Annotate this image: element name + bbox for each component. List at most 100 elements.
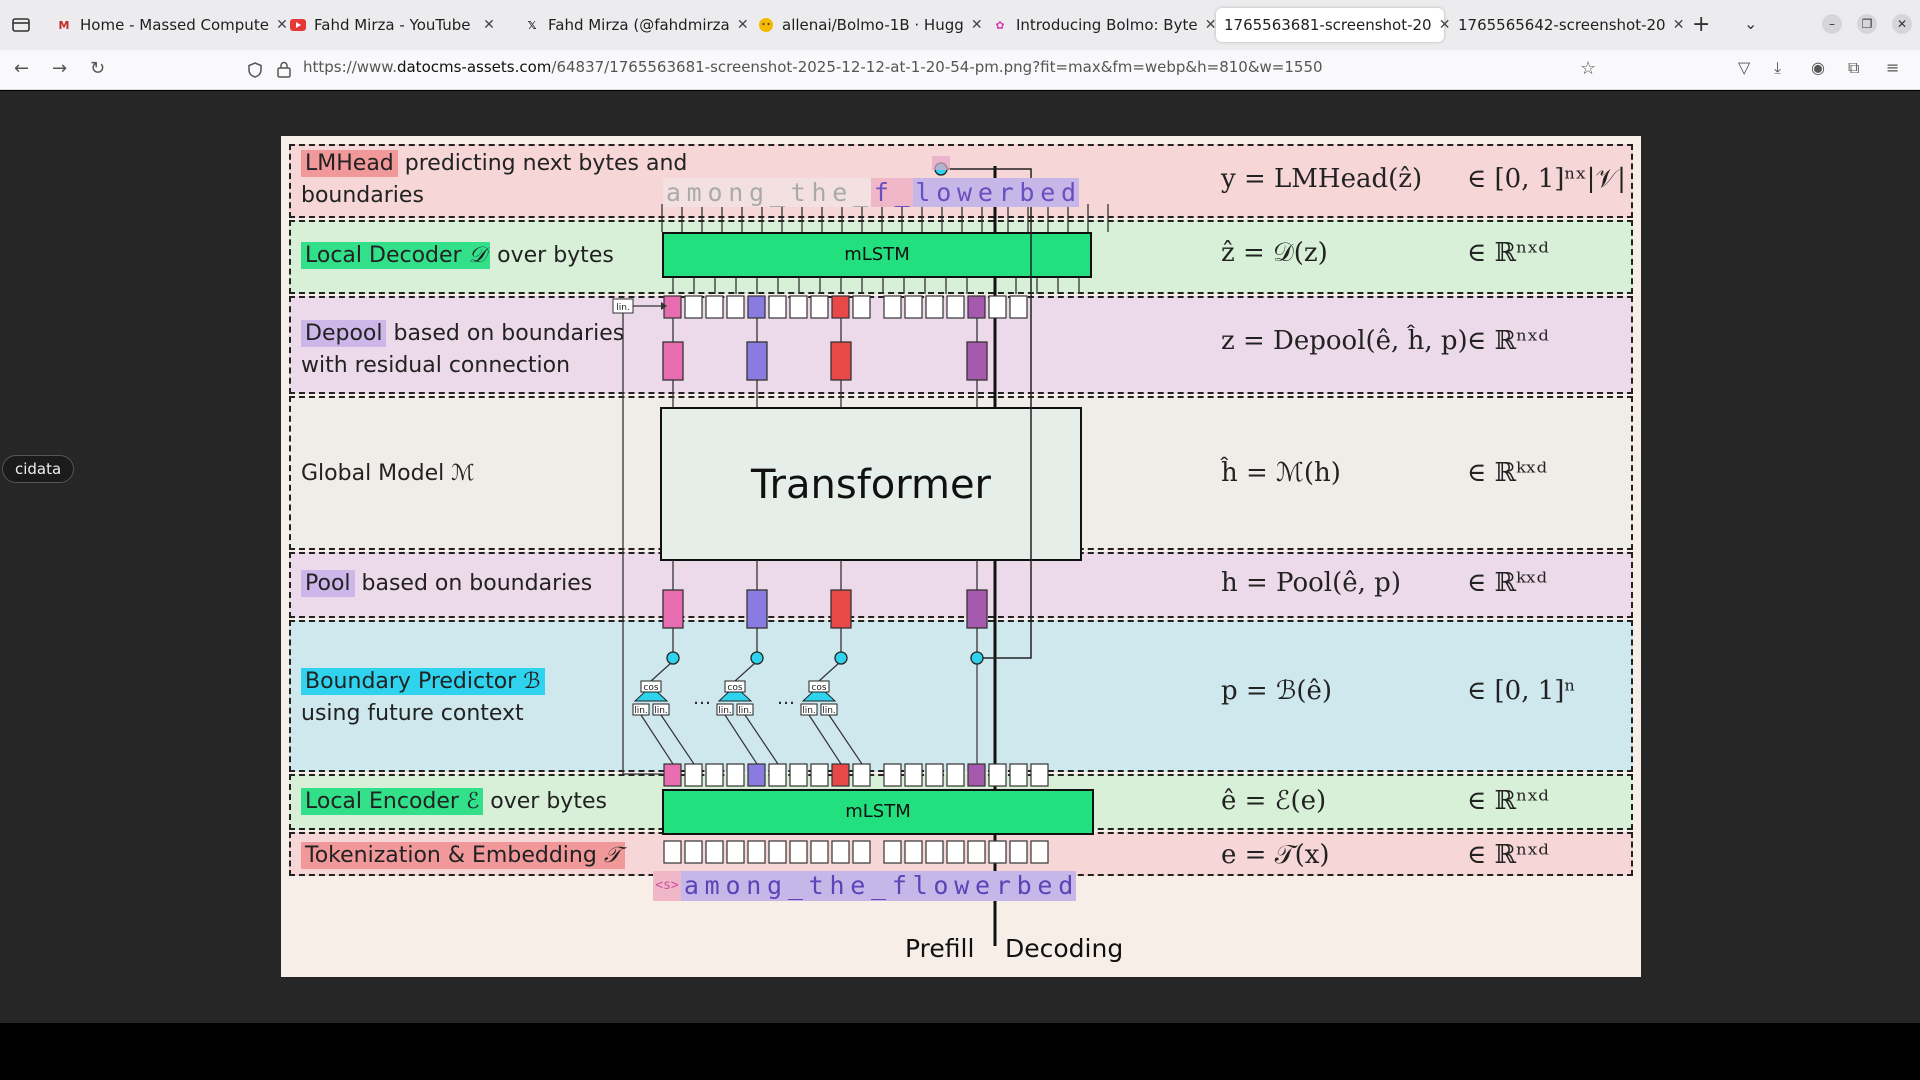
minimize-icon[interactable]: – xyxy=(1822,14,1842,34)
close-tab-icon[interactable]: ✕ xyxy=(276,17,288,33)
label-text: based on boundaries xyxy=(386,321,625,346)
tab-list-icon[interactable] xyxy=(10,14,32,36)
label-text: over bytes xyxy=(490,243,614,268)
label-text: using future context xyxy=(301,701,524,726)
bolmo-architecture-figure: LMHead predicting next bytes and boundar… xyxy=(281,136,1641,977)
chevron-down-icon[interactable]: ⌄ xyxy=(1744,14,1758,33)
bottom-black-bar xyxy=(0,1023,1920,1080)
menu-icon[interactable]: ≡ xyxy=(1886,58,1900,77)
close-tab-icon[interactable]: ✕ xyxy=(970,17,983,33)
byte-char: <s> xyxy=(653,871,681,901)
transformer-block xyxy=(660,407,1082,561)
url-path: /64837/1765563681-screenshot-2025-12-12-… xyxy=(551,58,1323,76)
label-depool: Depool based on boundaries with residual… xyxy=(301,318,624,382)
tab-screenshot-2[interactable]: 1765565642-screenshot-20 ✕ xyxy=(1450,8,1684,42)
byte-char: d xyxy=(1058,178,1079,207)
label-pool: Pool based on boundaries xyxy=(301,568,592,600)
symbol: 𝒟 xyxy=(468,243,487,268)
ellipsis: … xyxy=(693,688,711,709)
bookmark-star-icon[interactable]: ☆ xyxy=(1580,58,1597,79)
tab-title: 1765563681-screenshot-20 xyxy=(1224,16,1432,34)
sidebar-tooltip: cidata xyxy=(2,455,75,483)
svg-text:lin.: lin. xyxy=(802,706,816,716)
byte-char: g xyxy=(746,178,767,207)
byte-char: m xyxy=(683,178,705,207)
byte-char: r xyxy=(992,871,1014,901)
label-text: over bytes xyxy=(483,789,607,814)
restore-icon[interactable]: ❐ xyxy=(1857,14,1877,34)
mlstm-decoder-block xyxy=(662,232,1092,278)
symbol: 𝒯 xyxy=(603,843,621,868)
byte-char: e xyxy=(829,178,851,207)
byte-char: l xyxy=(912,178,934,207)
url-text[interactable]: https://www.datocms-assets.com/64837/176… xyxy=(303,58,1323,76)
ai2-logo-icon: ✿ xyxy=(995,18,1005,32)
label-text: with residual connection xyxy=(301,353,571,378)
tab-bar: M Home - Massed Compute ✕ Fahd Mirza - Y… xyxy=(0,0,1920,50)
svg-text:cos: cos xyxy=(727,683,742,693)
pocket-icon[interactable]: ▽ xyxy=(1738,58,1751,77)
byte-char: _ xyxy=(784,871,806,901)
account-icon[interactable]: ◉ xyxy=(1811,58,1825,77)
tag-boundary-predictor: Boundary Predictor ℬ xyxy=(301,668,545,695)
byte-char: o xyxy=(704,178,726,207)
byte-char: e xyxy=(1037,178,1059,207)
mlstm-encoder-block xyxy=(662,789,1094,835)
embedding-cells xyxy=(663,840,1049,864)
tab-title: 1765565642-screenshot-20 xyxy=(1458,16,1666,34)
label-boundary: Boundary Predictor ℬ using future contex… xyxy=(301,666,545,730)
byte-char: e xyxy=(1034,871,1056,901)
new-tab-icon[interactable]: + xyxy=(1692,12,1711,37)
tag-local-encoder: Local Encoder ℰ xyxy=(301,788,484,815)
downloads-icon[interactable]: ⤓ xyxy=(1774,58,1782,77)
tab-title: Introducing Bolmo: Byte xyxy=(1016,16,1198,34)
tab-introducing-bolmo[interactable]: ✿ Introducing Bolmo: Byte ✕ xyxy=(984,8,1216,42)
decoder-ticks xyxy=(672,277,1080,294)
close-tab-icon[interactable]: ✕ xyxy=(1672,17,1685,33)
tab-huggingface[interactable]: allenai/Bolmo-1B · Hugg ✕ xyxy=(750,8,983,42)
forward-icon[interactable]: → xyxy=(52,58,68,79)
tab-title: Fahd Mirza - YouTube xyxy=(314,16,471,34)
close-tab-icon[interactable]: ✕ xyxy=(1438,17,1451,33)
close-tab-icon[interactable]: ✕ xyxy=(736,17,749,33)
byte-char: h xyxy=(826,871,848,901)
x-logo-icon: 𝕏 xyxy=(527,18,537,32)
tab-screenshot-active[interactable]: 1765563681-screenshot-20 ✕ xyxy=(1216,8,1450,42)
boundary-feedback-line xyxy=(947,168,1032,659)
cos-lin-unit: cos lin. lin. xyxy=(716,680,754,716)
eq-pool: h = Pool(ê, p) xyxy=(1221,568,1401,598)
cos-connectors xyxy=(640,662,978,765)
tab-youtube[interactable]: Fahd Mirza - YouTube ✕ xyxy=(282,8,504,42)
close-tab-icon[interactable]: ✕ xyxy=(483,17,495,33)
mlstm-bottom-label: mLSTM xyxy=(845,801,911,822)
back-icon[interactable]: ← xyxy=(14,58,30,79)
band-pool xyxy=(289,552,1633,618)
close-window-icon[interactable]: ✕ xyxy=(1892,14,1912,34)
tab-x-twitter[interactable]: 𝕏 Fahd Mirza (@fahdmirza ✕ xyxy=(516,8,749,42)
byte-char: n xyxy=(725,178,747,207)
byte-char: m xyxy=(701,871,723,901)
space-pool: ∈ ℝᵏˣᵈ xyxy=(1467,568,1548,598)
ellipsis: … xyxy=(777,688,795,709)
tab-massed-compute[interactable]: M Home - Massed Compute ✕ xyxy=(48,8,288,42)
svg-text:lin.: lin. xyxy=(654,706,668,716)
shield-icon[interactable] xyxy=(246,61,264,79)
byte-char: o xyxy=(930,871,952,901)
byte-char: t xyxy=(805,871,827,901)
lock-icon[interactable] xyxy=(276,60,292,78)
youtube-icon xyxy=(290,17,306,33)
symbol: ℰ xyxy=(465,789,480,814)
predicted-boundary-marker xyxy=(932,156,950,170)
byte-char: _ xyxy=(891,178,913,207)
byte-char: b xyxy=(1013,871,1035,901)
reload-icon[interactable]: ↻ xyxy=(90,58,106,79)
close-tab-icon[interactable]: ✕ xyxy=(1204,17,1217,33)
byte-char: w xyxy=(951,871,973,901)
tag-pool: Pool xyxy=(301,570,355,597)
label-text: based on boundaries xyxy=(354,571,593,596)
architecture-diagram: lin. xyxy=(612,156,1109,946)
extensions-icon[interactable]: ⧉ xyxy=(1848,58,1860,77)
encoder-byte-cells xyxy=(663,763,1049,787)
